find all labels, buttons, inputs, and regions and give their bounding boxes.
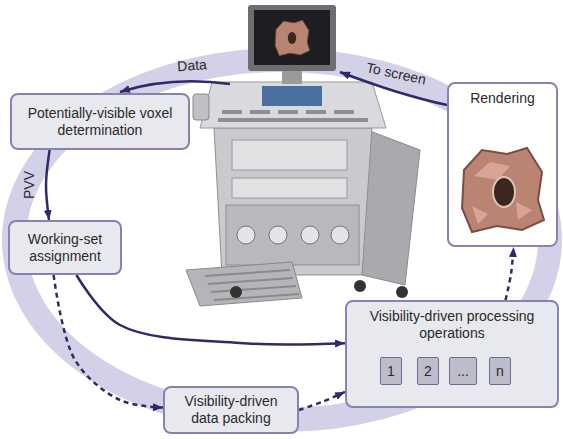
flow-arrow — [76, 275, 345, 344]
box-label: 2 — [424, 363, 432, 380]
box-label: Visibility-driven processing operations — [370, 308, 535, 342]
rendered-highlight — [472, 162, 532, 224]
probe-port — [331, 226, 349, 244]
control-panel — [200, 82, 386, 128]
data-arrow — [120, 81, 230, 92]
box-label: 1 — [387, 363, 395, 380]
probe-bay — [226, 205, 359, 265]
flow-arrow — [46, 150, 50, 220]
dashed-arrow — [299, 392, 345, 410]
probe-port — [269, 226, 287, 244]
screen-rendering — [275, 20, 309, 55]
ultrasound-machine — [186, 5, 420, 306]
process-box: Rendering — [447, 82, 558, 247]
box-label: Rendering — [470, 90, 535, 107]
box-label: Visibility-driven data packing — [173, 393, 289, 427]
operation-box: 2 — [417, 357, 439, 385]
probe-holder — [193, 94, 209, 120]
probe-port — [301, 226, 319, 244]
box-label: Potentially-visible voxel determination — [25, 105, 175, 139]
rendering-panel — [447, 82, 558, 247]
probe-port — [237, 226, 255, 244]
wheel — [354, 280, 366, 292]
machine-drawer — [232, 140, 347, 170]
box-label: ... — [457, 363, 469, 380]
rendered-hole — [288, 32, 296, 44]
process-box: Visibility-driven processing operations 1… — [345, 300, 559, 408]
monitor — [248, 5, 336, 71]
wheel — [230, 286, 242, 298]
touch-screen — [262, 86, 322, 106]
machine-drawer — [232, 178, 347, 198]
footrest — [186, 262, 302, 306]
operation-box: ... — [449, 357, 477, 385]
box-label: Working-set assignment — [18, 231, 112, 265]
rendered-volume — [275, 20, 309, 55]
machine-body — [214, 128, 372, 275]
operation-box: n — [489, 357, 511, 385]
process-box: Potentially-visible voxel determination — [10, 93, 190, 150]
rendered-image — [462, 148, 544, 232]
dashed-arrow — [506, 247, 514, 300]
rendered-hole — [493, 177, 515, 207]
wheel — [396, 286, 408, 298]
box-label: n — [496, 363, 504, 380]
flow-label: Data — [177, 57, 208, 74]
edge-label: PVV — [22, 171, 37, 199]
process-box: Visibility-driven data packing — [163, 386, 299, 434]
operation-box: 1 — [380, 357, 402, 385]
rendered-volume — [462, 148, 544, 232]
keys — [218, 112, 368, 120]
dashed-arrow — [54, 275, 163, 408]
process-box: Working-set assignment — [8, 220, 122, 275]
footrest-grid — [205, 270, 299, 300]
monitor-screen — [254, 10, 330, 65]
